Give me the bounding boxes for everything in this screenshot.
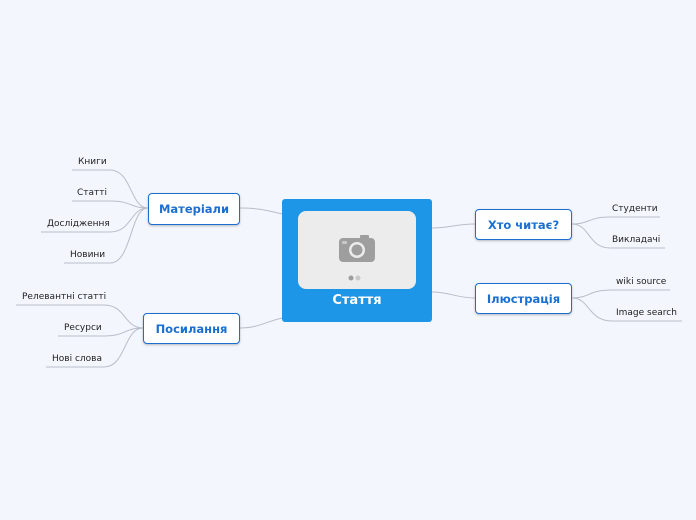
leaf-teachers[interactable]: Викладачі	[612, 235, 661, 245]
leaf-research[interactable]: Дослідження	[47, 219, 110, 229]
connector-leaf-news	[64, 207, 149, 264]
leaf-students[interactable]: Студенти	[612, 204, 658, 214]
connector-leaf-resources	[58, 327, 144, 337]
connector-leaf-articles	[72, 200, 149, 209]
connector-readers	[431, 223, 476, 229]
connector-illustration	[431, 291, 476, 299]
connector-leaf-research	[41, 207, 149, 233]
connector-leaf-wiki	[571, 289, 670, 299]
leaf-articles[interactable]: Статті	[77, 188, 108, 198]
connector-leaf-relevant	[16, 304, 144, 329]
connector-leaf-books	[72, 169, 149, 209]
camera-icon	[339, 235, 375, 262]
connector-leaf-students	[571, 216, 660, 225]
leaf-news[interactable]: Новини	[70, 250, 106, 260]
leaf-resources[interactable]: Ресурси	[64, 323, 102, 333]
leaf-new-words[interactable]: Нові слова	[52, 354, 102, 364]
branch-links[interactable]: Посилання	[143, 313, 240, 344]
connector-leaf-teachers	[571, 223, 665, 249]
branch-materials[interactable]: Матеріали	[148, 193, 240, 225]
central-title: Стаття	[332, 293, 382, 308]
leaf-wiki-source[interactable]: wiki source	[616, 277, 667, 287]
image-placeholder	[298, 211, 416, 289]
leaf-relevant-articles[interactable]: Релевантні статті	[22, 292, 107, 302]
connector-leaf-newwords	[46, 327, 144, 368]
carousel-dots	[348, 275, 361, 281]
leaf-books[interactable]: Книги	[78, 157, 107, 167]
connector-materials	[239, 207, 283, 215]
branch-readers[interactable]: Хто читає?	[475, 209, 572, 240]
connector-leaf-imagesearch	[571, 297, 682, 322]
connector-links	[239, 317, 283, 329]
central-topic[interactable]: Стаття	[282, 199, 432, 322]
branch-illustration[interactable]: Ілюстрація	[475, 283, 572, 314]
leaf-image-search[interactable]: Image search	[616, 308, 677, 318]
